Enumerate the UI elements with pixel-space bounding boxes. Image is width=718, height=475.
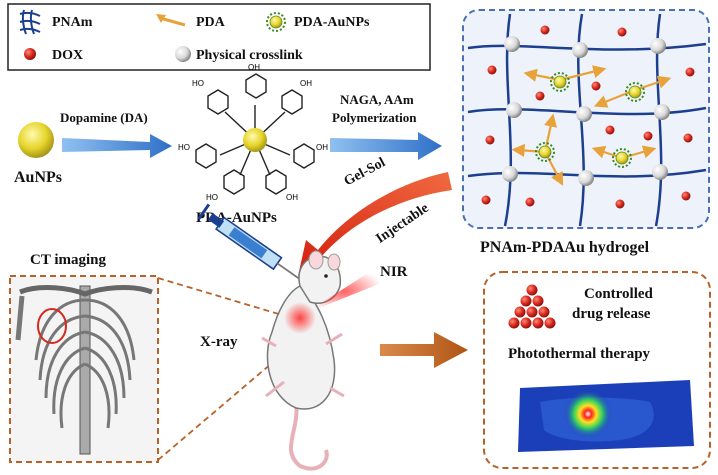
red-sphere-icon — [24, 48, 36, 60]
legend-label-pda-aunps: PDA-AuNPs — [294, 15, 370, 30]
therapy-panel: Controlled drug release Photothermal the… — [483, 271, 711, 469]
mesh-icon — [19, 9, 41, 35]
pda-core-particle — [243, 128, 267, 152]
white-sphere-icon — [175, 46, 191, 62]
legend-label-crosslink: Physical crosslink — [196, 48, 303, 63]
aunps-group: AuNPs — [14, 122, 62, 186]
hydrogel-network: PNAm-PDAAu hydrogel — [462, 9, 710, 256]
legend-frame — [7, 3, 431, 71]
mouse-illustration — [261, 250, 345, 471]
pda-aunps-label: PDA-AuNPs — [196, 210, 277, 226]
photothermal-label: Photothermal therapy — [508, 346, 651, 362]
nir-label: NIR — [380, 264, 408, 280]
hydrogel-label: PNAm-PDAAu hydrogel — [480, 239, 650, 256]
oh-label: OH — [248, 63, 260, 72]
crosslink-nodes — [502, 36, 670, 186]
oh-label: OH — [300, 79, 312, 88]
xray-label: X-ray — [200, 334, 238, 350]
thermal-image — [518, 380, 694, 452]
ho-label: HO — [206, 193, 218, 202]
dopamine-arrow: Dopamine (DA) — [60, 110, 172, 158]
dox-molecules — [481, 25, 695, 209]
tumor-highlight-circle — [37, 308, 67, 344]
controlled-line2: drug release — [572, 306, 651, 322]
mouse-ear — [327, 253, 341, 271]
ct-imaging-label: CT imaging — [30, 252, 106, 268]
arrow-icon — [156, 14, 186, 27]
ct-imaging-panel: CT imaging — [9, 252, 159, 463]
mouse-ear — [308, 250, 324, 270]
pda-aunps-molecule — [195, 73, 315, 195]
aunps-label: AuNPs — [14, 169, 62, 186]
legend-label-pnam: PNAm — [52, 15, 93, 30]
dox-pyramid — [508, 284, 556, 329]
legend-label-dox: DOX — [52, 48, 83, 63]
polymerization-arrow: NAGA, AAm Polymerization — [330, 92, 442, 160]
polymerization-line2: Polymerization — [332, 110, 417, 125]
ct-connector-lines — [157, 277, 293, 461]
dopamine-label: Dopamine (DA) — [60, 110, 148, 125]
legend: PNAm PDA PDA-AuNPs DOX Physical crosslin… — [7, 3, 431, 71]
therapy-arrow — [380, 332, 468, 368]
gel-sol-label: Gel-Sol — [342, 155, 388, 189]
oh-label: OH — [286, 193, 298, 202]
ho-label: HO — [178, 143, 190, 152]
skeleton-image — [15, 285, 153, 455]
controlled-line1: Controlled — [584, 286, 654, 302]
polymerization-line1: NAGA, AAm — [340, 92, 414, 107]
hydroxyl-labels: HO OH OH HO OH HO OH — [178, 63, 328, 202]
tumor-site-glow — [284, 302, 316, 334]
oh-label: OH — [316, 143, 328, 152]
gold-nanoparticle — [18, 122, 54, 158]
nir-beam: NIR — [304, 264, 408, 314]
ho-label: HO — [192, 79, 204, 88]
legend-label-pda: PDA — [196, 15, 226, 30]
